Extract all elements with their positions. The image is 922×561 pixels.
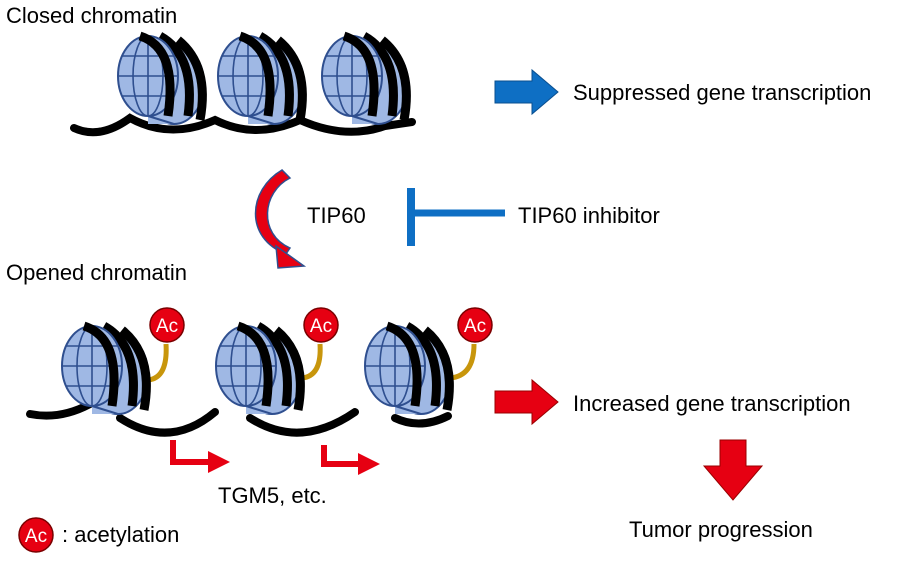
transcription-start-arrow-icon xyxy=(170,440,230,473)
tip60-curved-arrow-icon xyxy=(254,169,307,269)
tip60-label: TIP60 xyxy=(307,203,366,228)
acetylation-mark-icon xyxy=(149,307,185,343)
increased-transcription-label: Increased gene transcription xyxy=(573,391,851,416)
opened-nucleosome xyxy=(216,326,302,414)
increase-arrow-icon xyxy=(494,378,559,426)
acetylation-mark-icon xyxy=(457,307,493,343)
opened-nucleosome xyxy=(62,326,148,414)
down-arrow-icon xyxy=(702,439,764,501)
acetylation-mark-icon xyxy=(303,307,339,343)
opened-chromatin-fiber xyxy=(26,307,493,437)
inhibition-bar-icon xyxy=(407,188,505,246)
closed-chromatin-fiber xyxy=(70,36,416,137)
opened-nucleosome xyxy=(365,326,451,414)
closed-nucleosome xyxy=(322,36,408,124)
tumor-progression-label: Tumor progression xyxy=(629,517,813,542)
suppression-arrow-icon xyxy=(494,68,559,116)
closed-chromatin-title: Closed chromatin xyxy=(6,3,178,28)
opened-chromatin-title: Opened chromatin xyxy=(6,260,187,285)
target-genes-label: TGM5, etc. xyxy=(218,483,327,508)
closed-nucleosome xyxy=(218,36,304,124)
suppressed-transcription-label: Suppressed gene transcription xyxy=(573,80,872,105)
transcription-start-arrow-icon xyxy=(321,445,380,475)
legend-acetylation-icon xyxy=(18,517,54,553)
legend-description: : acetylation xyxy=(62,522,180,547)
tip60-inhibitor-label: TIP60 inhibitor xyxy=(518,203,660,228)
closed-nucleosome xyxy=(118,36,204,124)
